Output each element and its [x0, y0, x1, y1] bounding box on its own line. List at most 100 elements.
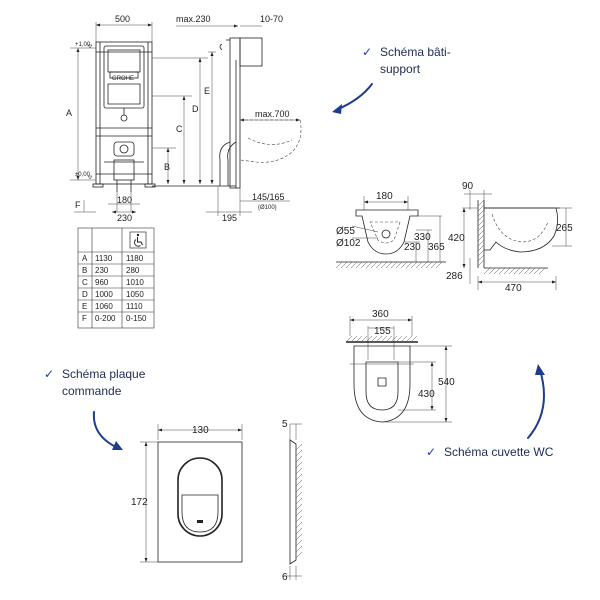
hatch-line [503, 267, 511, 275]
table-cell-label: E [82, 302, 87, 311]
table-cell-label: F [82, 314, 87, 323]
bowl-top-view: 360 155 540 430 [345, 309, 455, 423]
hatch-line [395, 335, 403, 343]
table-cell-std: 0-200 [95, 314, 116, 323]
hatch-line [477, 229, 485, 237]
hatch-line [488, 267, 496, 275]
hatch-line [345, 335, 353, 343]
hatch-line [355, 261, 363, 269]
dim-max230-label: max.230 [176, 14, 211, 24]
bowl-front-d102-label: Ø102 [336, 238, 361, 249]
hatch-line [295, 527, 303, 535]
hatch-line [335, 261, 343, 269]
bowl-front-330-label: 330 [414, 232, 431, 243]
plate-height-label: 172 [131, 497, 148, 508]
table-cell-std: 1060 [95, 302, 113, 311]
hatch-line [410, 261, 418, 269]
hatch-line [375, 261, 383, 269]
hatch-line [533, 267, 541, 275]
dim-230-label: 230 [117, 213, 132, 223]
dim-d100-label: (Ø100) [258, 205, 277, 211]
hatch-line [295, 539, 303, 547]
bowl-top-430-label: 430 [418, 389, 435, 400]
hatch-line [385, 335, 393, 343]
hatch-line [380, 261, 388, 269]
hatch-line [405, 261, 413, 269]
hatch-line [360, 335, 368, 343]
hatch-line [345, 261, 353, 269]
hatch-line [370, 335, 378, 343]
plate-depth-bottom-label: 6 [282, 572, 288, 583]
hatch-line [435, 261, 443, 269]
hatch-line [477, 254, 485, 262]
hatch-line [483, 267, 491, 275]
caption-bati-line1: Schéma bâti- [380, 45, 451, 59]
hatch-line [295, 467, 303, 475]
caption-bati: ✓ Schéma bâti- support [332, 45, 451, 114]
dim-10-70-label: 10-70 [260, 14, 283, 24]
hatch-line [477, 249, 485, 257]
hatch-line [410, 335, 418, 343]
dim-c-label: C [176, 124, 183, 134]
hatch-line [355, 335, 363, 343]
table-cell-pmr: 0-150 [126, 314, 147, 323]
hatch-line [295, 521, 303, 529]
hatch-line [477, 199, 485, 207]
dim-180-label: 180 [117, 195, 132, 205]
hatch-line [350, 261, 358, 269]
check-icon: ✓ [362, 45, 372, 59]
bowl-front-d55-label: Ø55 [336, 226, 355, 237]
table-cell-pmr: 1110 [126, 302, 143, 311]
hatch-line [380, 335, 388, 343]
hatch-line [523, 267, 531, 275]
hatch-line [493, 267, 501, 275]
hatch-line [375, 335, 383, 343]
hatch-line [405, 335, 413, 343]
hatch-line [295, 443, 303, 451]
caption-bati-line2: support [380, 62, 421, 76]
hatch-line [518, 267, 526, 275]
hatch-line [295, 485, 303, 493]
hatch-line [365, 261, 373, 269]
hatch-line [350, 335, 358, 343]
caption-cuvette: ✓ Schéma cuvette WC [426, 364, 554, 459]
hatch-line [430, 261, 438, 269]
hatch-line [508, 267, 516, 275]
caption-plaque: ✓ Schéma plaque commande [44, 367, 146, 450]
table-cell-pmr: 1050 [126, 290, 144, 299]
bowl-side-90-label: 90 [462, 181, 474, 192]
level-plus-label: +1,00 [75, 42, 91, 48]
hatch-line [477, 259, 485, 267]
table-cell-pmr: 280 [126, 266, 140, 275]
dim-d-label: D [192, 104, 199, 114]
frame-front-view: 500 GROHE A +1,00 ±0,0 [66, 14, 236, 223]
hatch-line [370, 261, 378, 269]
grohe-logo: GROHE [112, 76, 134, 82]
bowl-side-view: 90 265 420 286 470 [446, 181, 573, 294]
plate-depth-top-label: 5 [282, 419, 288, 430]
hatch-line [390, 335, 398, 343]
table-cell-pmr: 1180 [126, 254, 144, 263]
hatch-line [400, 335, 408, 343]
dim-max700-label: max.700 [255, 109, 290, 119]
hatch-line [295, 545, 303, 553]
caption-plaque-line2: commande [62, 384, 122, 398]
bowl-front-view: 180 Ø55 Ø102 330 365 230 [335, 191, 446, 269]
table-cell-label: C [82, 278, 88, 287]
caption-plaque-line1: Schéma plaque [62, 367, 146, 381]
hatch-line [295, 479, 303, 487]
bowl-front-180-label: 180 [376, 191, 393, 202]
hatch-line [360, 261, 368, 269]
hatch-line [513, 267, 521, 275]
hatch-line [295, 461, 303, 469]
check-icon: ✓ [426, 445, 436, 459]
hatch-line [477, 244, 485, 252]
plate-side-view: 5 6 [282, 419, 303, 583]
bowl-side-420-label: 420 [448, 233, 465, 244]
hatch-line [295, 455, 303, 463]
hatch-line [395, 261, 403, 269]
check-icon: ✓ [44, 367, 54, 381]
frame-width-label: 500 [115, 14, 130, 24]
hatch-line [390, 261, 398, 269]
